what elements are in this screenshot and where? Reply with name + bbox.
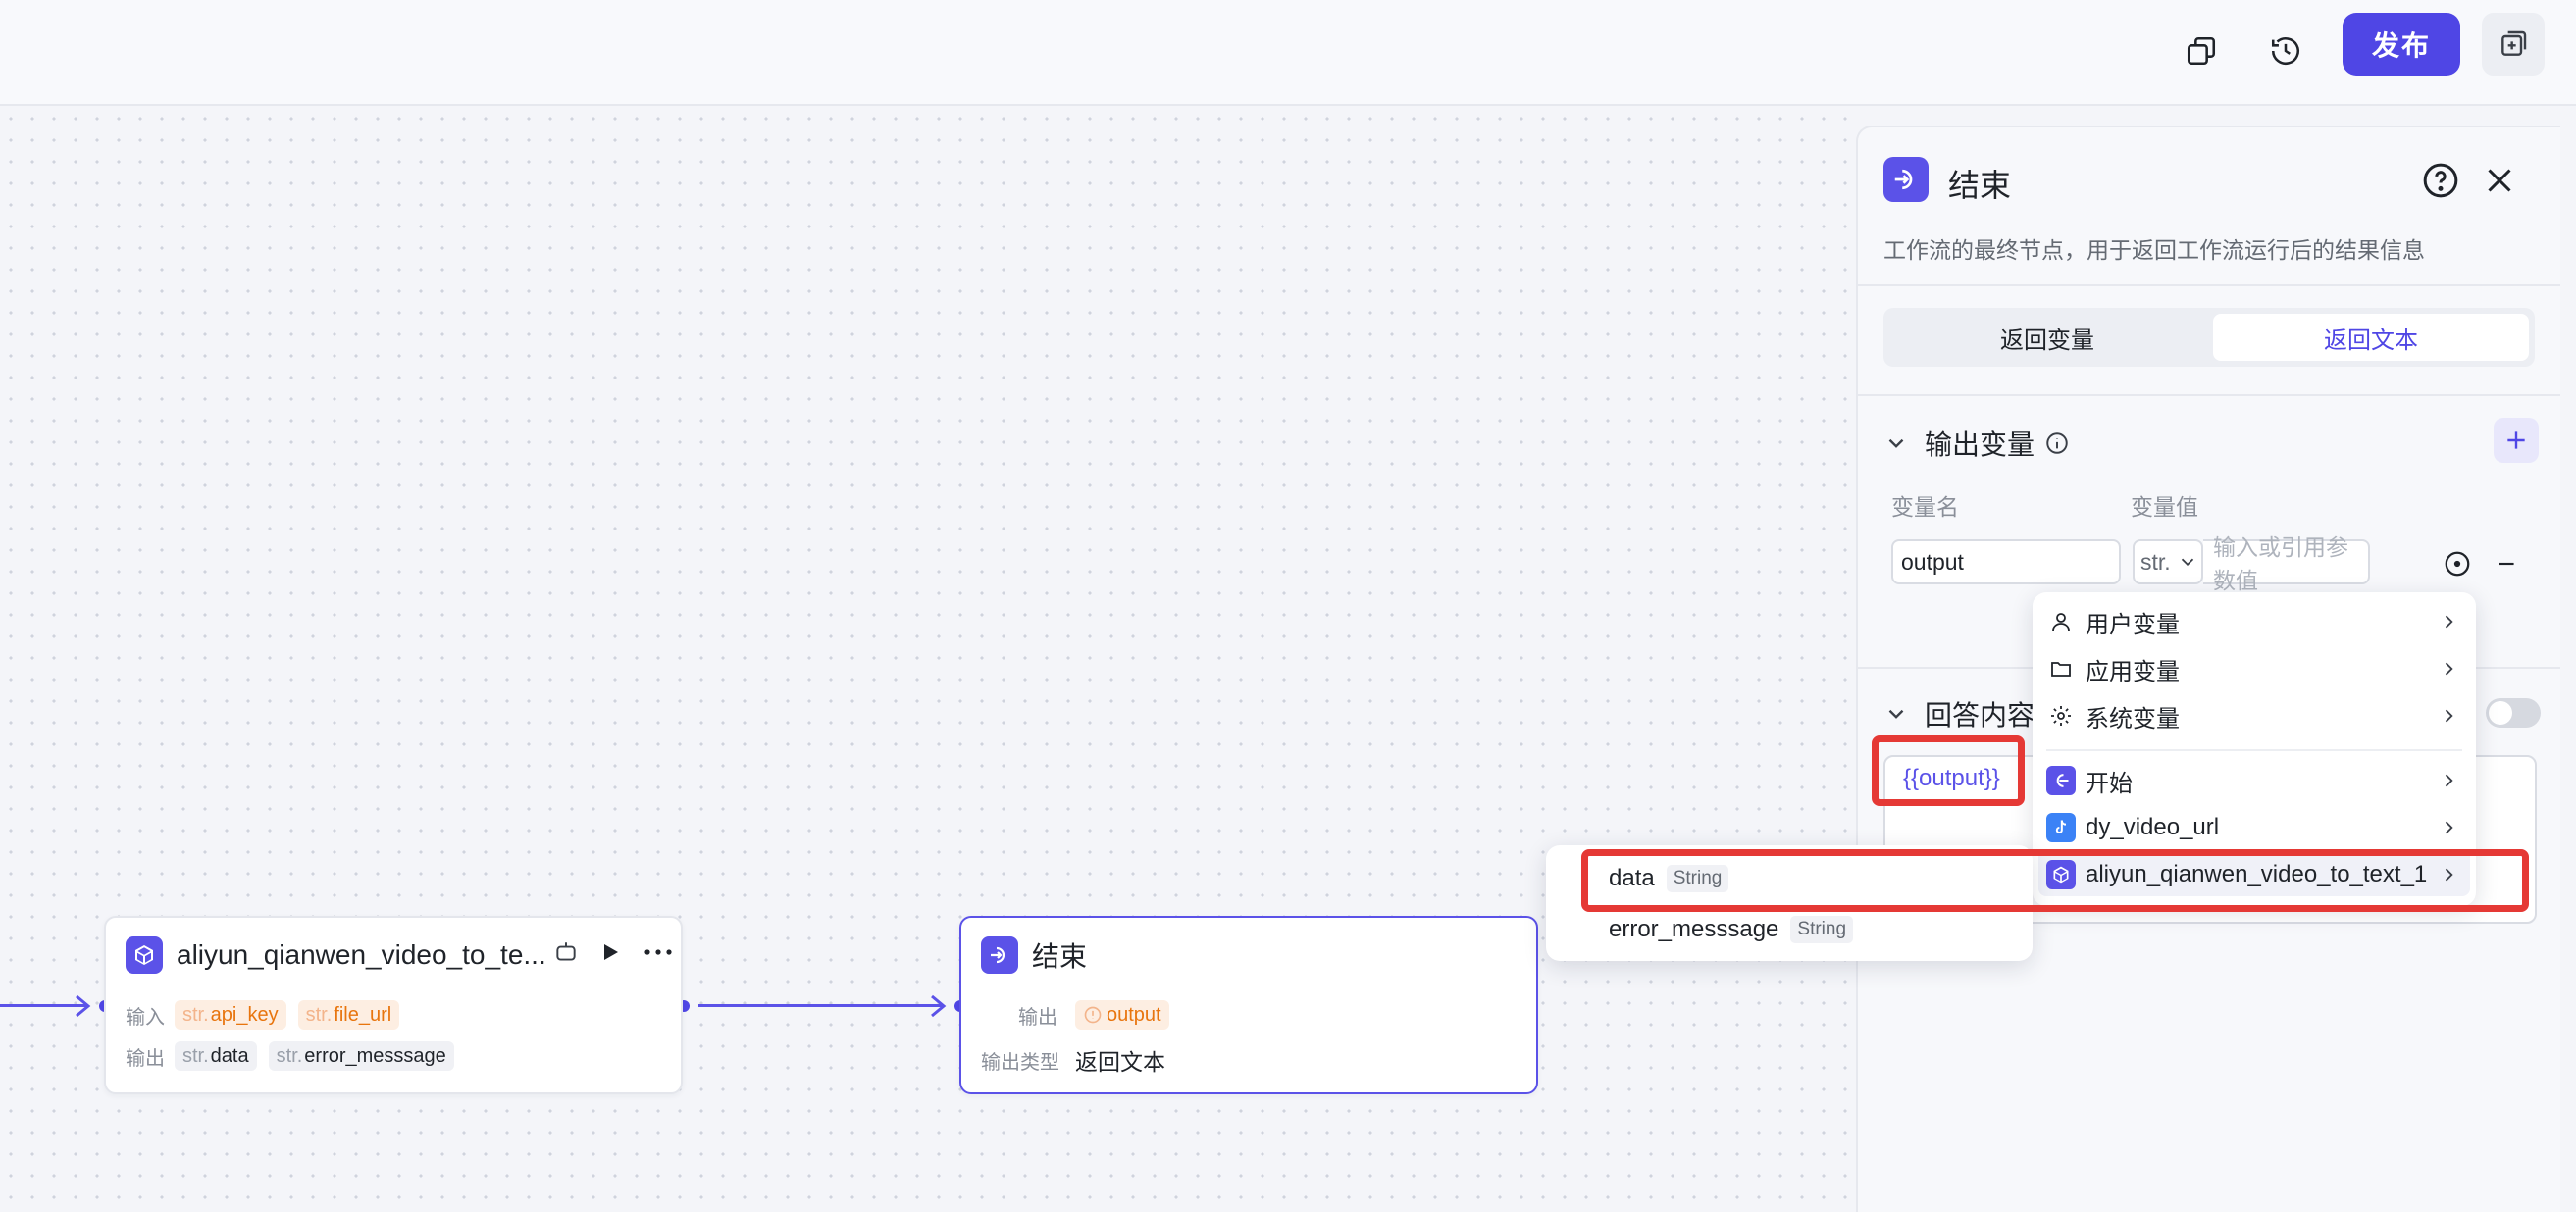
answer-content-text[interactable]: {{output}} — [1903, 765, 2000, 791]
node-output-row: 输出 output — [1018, 1000, 1181, 1030]
return-mode-tabs: 返回变量 返回文本 — [1883, 308, 2535, 367]
history-icon[interactable] — [2254, 20, 2317, 82]
chevron-right-icon — [2445, 615, 2453, 629]
column-label-value: 变量值 — [2131, 494, 2198, 520]
menu-divider — [2046, 749, 2462, 751]
plugin-cube-icon — [126, 936, 163, 974]
node-aliyun-video[interactable]: aliyun_qianwen_video_to_te... 输入 str.api… — [104, 916, 683, 1094]
tab-return-variable[interactable]: 返回变量 — [2000, 327, 2094, 354]
stream-toggle[interactable] — [2486, 698, 2541, 728]
variable-value-input[interactable]: 输入或引用参数值 — [2203, 534, 2370, 593]
menu-item-dy-video-url[interactable]: dy_video_url — [2046, 806, 2219, 849]
output-type-label: 输出类型 — [981, 1051, 1059, 1074]
menu-item-hover-bg — [2038, 849, 2470, 896]
output-type-value: 返回文本 — [1075, 1049, 1165, 1075]
output-tag: str.error_messsage — [268, 1041, 454, 1071]
remove-variable-icon[interactable] — [2494, 551, 2519, 577]
arrow-head — [76, 994, 91, 1018]
plugin-cube-icon — [2046, 860, 2076, 889]
chevron-right-icon — [2445, 821, 2453, 834]
more-icon[interactable] — [644, 940, 673, 964]
edge-video-to-end — [698, 1004, 944, 1007]
type-select[interactable]: str. — [2133, 539, 2203, 584]
robot-icon[interactable] — [553, 939, 579, 965]
chevron-down-icon — [1888, 438, 1904, 448]
node-actions — [553, 939, 673, 965]
warning-icon — [1084, 1006, 1102, 1024]
node-end[interactable]: 结束 输出 output 输出类型 返回文本 — [959, 916, 1538, 1094]
chevron-right-icon — [2445, 774, 2453, 787]
chevron-down-icon — [2181, 558, 2193, 567]
type-tag: String — [1666, 865, 1729, 892]
edge-incoming — [0, 1004, 88, 1007]
reference-target-icon[interactable] — [2443, 549, 2472, 579]
output-variables-section-title[interactable]: 输出变量 — [1883, 424, 2070, 463]
node-output-row: 输出 str.data str.error_messsage — [126, 1041, 466, 1071]
douyin-icon — [2046, 813, 2076, 842]
output-label: 输出 — [126, 1047, 165, 1070]
copy-icon[interactable] — [2170, 20, 2233, 82]
publish-button[interactable]: 发布 — [2343, 13, 2460, 76]
menu-item-aliyun-node[interactable]: aliyun_qianwen_video_to_text_1 — [2046, 853, 2427, 896]
input-tag: str.api_key — [175, 1000, 286, 1030]
add-variable-button[interactable] — [2494, 418, 2539, 463]
output-tag: output — [1075, 1000, 1169, 1030]
menu-item-app-variables[interactable]: 应用变量 — [2046, 647, 2180, 690]
output-tag: str.data — [175, 1041, 257, 1071]
node-title: 结束 — [1032, 941, 1088, 972]
panel-description: 工作流的最终节点，用于返回工作流运行后的结果信息 — [1883, 237, 2425, 263]
highlight-box-answer — [1872, 735, 2025, 806]
help-icon[interactable] — [2421, 161, 2460, 200]
top-bar: 发布 — [0, 0, 2576, 106]
plus-icon — [2507, 431, 2525, 449]
divider — [1858, 284, 2560, 286]
node-input-row: 输入 str.api_key str.file_url — [126, 1000, 411, 1030]
start-node-icon — [2046, 766, 2076, 795]
play-icon[interactable] — [598, 940, 622, 964]
output-label: 输出 — [1018, 1006, 1057, 1029]
info-icon — [2046, 432, 2068, 454]
menu-item-user-variables[interactable]: 用户变量 — [2046, 600, 2180, 643]
submenu-item-error-message[interactable]: error_messsage String — [1609, 908, 1854, 951]
answer-section-title[interactable]: 回答内容 — [1883, 694, 2035, 733]
input-tag: str.file_url — [297, 1000, 400, 1030]
menu-item-system-variables[interactable]: 系统变量 — [2046, 694, 2180, 737]
input-label: 输入 — [126, 1006, 165, 1029]
tab-return-text[interactable]: 返回文本 — [2213, 314, 2529, 361]
node-title: aliyun_qianwen_video_to_te... — [177, 939, 546, 970]
folder-icon — [2046, 654, 2076, 683]
panel-title: 结束 — [1948, 168, 2012, 203]
node-header: 结束 — [981, 935, 1087, 975]
node-output-submenu: data String error_messsage String — [1546, 845, 2033, 961]
chevron-right-icon — [2445, 662, 2453, 676]
type-tag: String — [1790, 916, 1854, 943]
user-icon — [2046, 607, 2076, 636]
divider — [1858, 394, 2560, 396]
variable-name-input[interactable]: output — [1891, 539, 2121, 584]
submenu-item-data[interactable]: data String — [1609, 857, 1729, 900]
add-panel-icon[interactable] — [2482, 13, 2545, 76]
end-node-icon — [1883, 157, 1929, 202]
chevron-down-icon — [1888, 709, 1904, 719]
node-header: aliyun_qianwen_video_to_te... — [126, 935, 546, 975]
node-output-type-row: 输出类型 返回文本 — [981, 1043, 1165, 1077]
chevron-right-icon — [2445, 709, 2453, 723]
arrow-head — [931, 994, 947, 1018]
end-node-icon — [981, 936, 1018, 974]
menu-item-start-node[interactable]: 开始 — [2046, 759, 2133, 802]
gear-icon — [2046, 701, 2076, 731]
column-label-name: 变量名 — [1891, 494, 1959, 520]
chevron-right-icon — [2445, 868, 2453, 882]
close-icon[interactable] — [2482, 163, 2517, 198]
highlight-box-data-row — [1581, 849, 2529, 912]
